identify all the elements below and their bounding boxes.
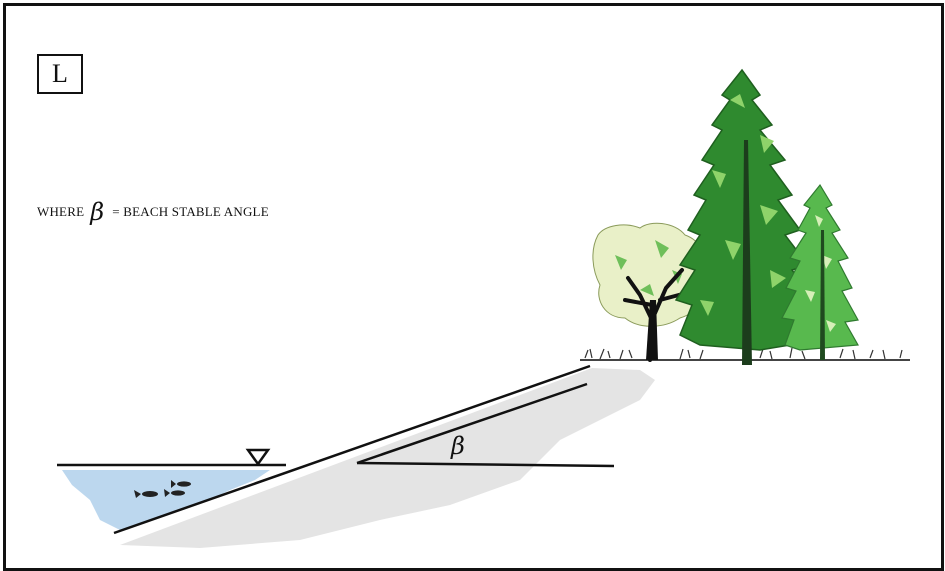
sand-shadow xyxy=(120,368,655,548)
small-conifer-tree xyxy=(782,185,858,360)
triangle-down-icon xyxy=(248,450,268,464)
angle-beta-label: β xyxy=(451,432,465,460)
